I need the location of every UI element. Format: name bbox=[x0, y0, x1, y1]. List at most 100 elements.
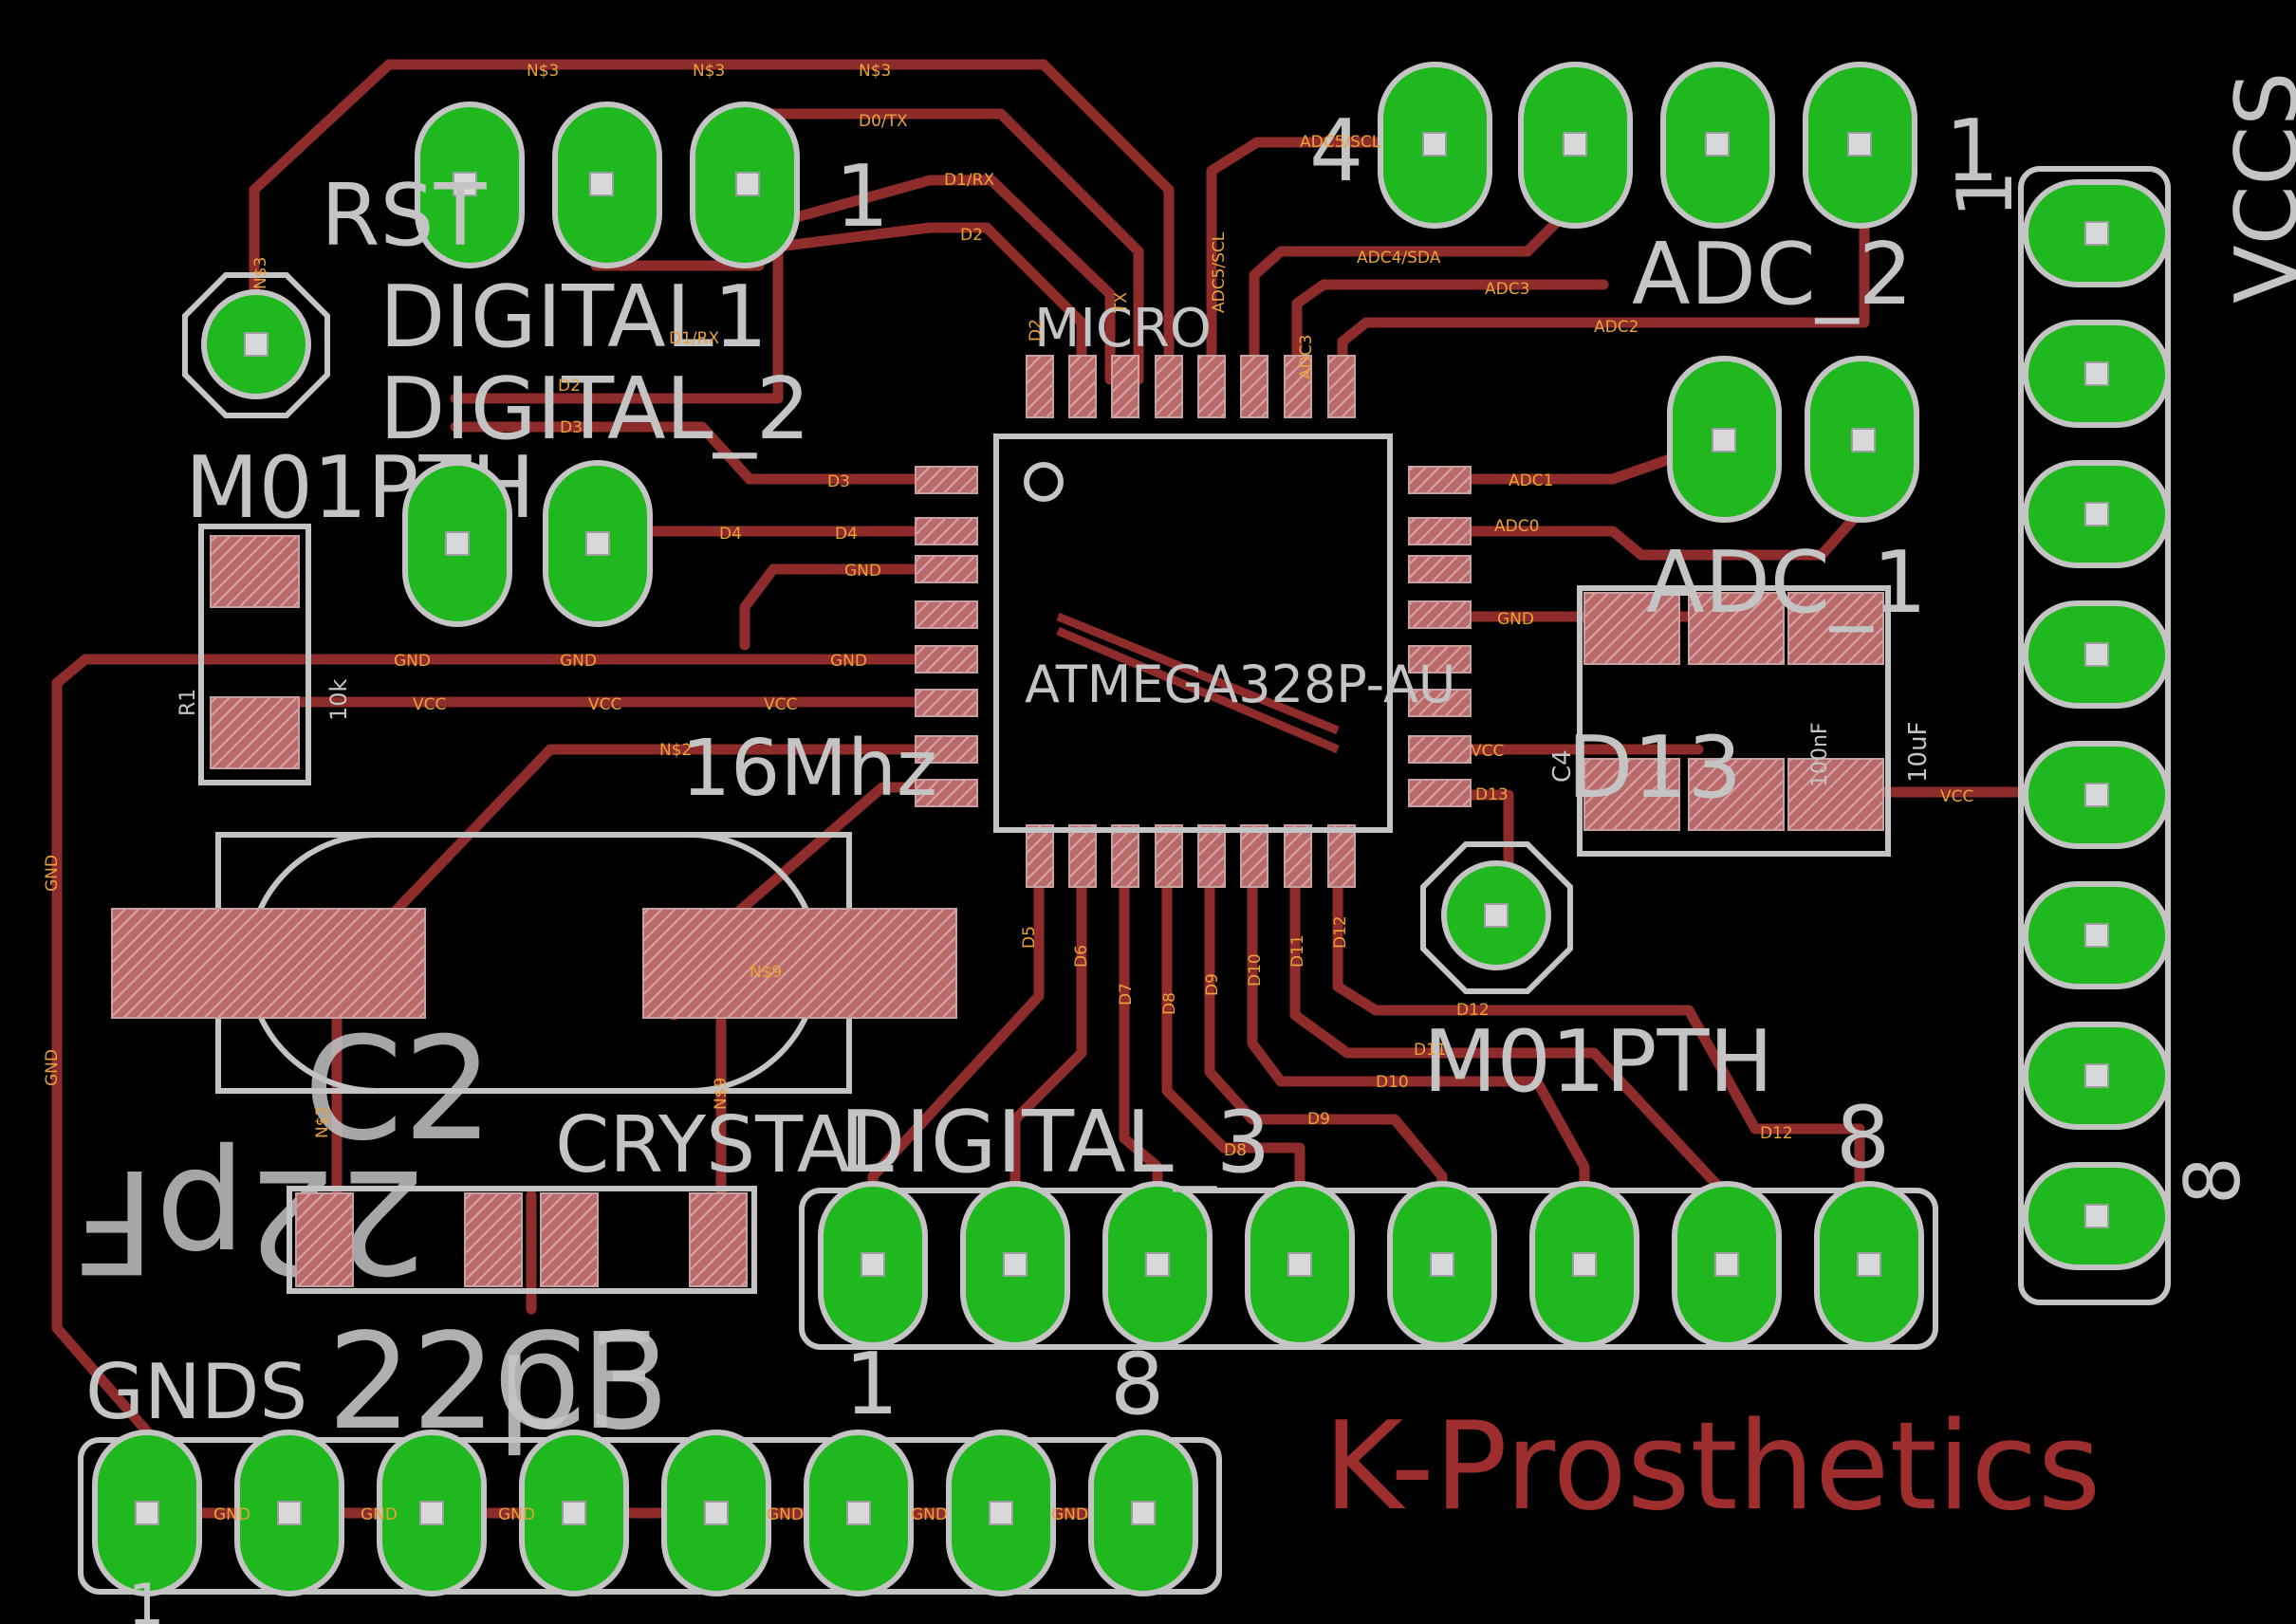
net-label: ADC3 bbox=[1485, 280, 1529, 299]
r1-outline bbox=[198, 524, 311, 785]
net-label: N$3 bbox=[859, 62, 891, 81]
chip-pads-top bbox=[1026, 355, 1356, 418]
net-label: D9 bbox=[1203, 973, 1222, 996]
vccs-pin-start: 1 bbox=[1941, 170, 2029, 218]
net-label: VCC bbox=[1471, 742, 1504, 761]
rst-pin1-number: 1 bbox=[835, 147, 889, 247]
net-label: GND bbox=[830, 652, 867, 671]
r1-value: 10k bbox=[325, 678, 352, 721]
chip-name: ATMEGA328P-AU bbox=[1025, 655, 1455, 714]
adc2-label: ADC_2 bbox=[1632, 225, 1913, 324]
vccs-label: VCCS bbox=[2217, 72, 2296, 304]
digital3-pin-end: 8 bbox=[1836, 1088, 1890, 1188]
net-label: D3 bbox=[827, 472, 850, 491]
net-label: D9 bbox=[1307, 1110, 1330, 1129]
net-label: GND bbox=[1051, 1505, 1088, 1524]
crystal-pad-1 bbox=[642, 908, 957, 1019]
resistor-r1: R1 10k bbox=[176, 524, 352, 785]
header-rst: RST 1 bbox=[321, 102, 889, 268]
net-label: ADC5/SCL bbox=[1300, 133, 1381, 152]
crystal-component: 16Mhz CRYSTAL C2 22pF bbox=[74, 724, 957, 1302]
rst-hole-1 bbox=[735, 172, 760, 196]
rst-hole-2 bbox=[589, 172, 614, 196]
net-label: D2 bbox=[558, 377, 581, 396]
header-adc2: 4 1 ADC_2 bbox=[1309, 62, 1999, 324]
net-label: GND bbox=[560, 652, 597, 671]
gnds-pin-bottom: 1 bbox=[128, 1572, 164, 1624]
adc2-pin-start: 4 bbox=[1309, 102, 1363, 201]
ic-atmega328p: ATMEGA328P-AU MICRO bbox=[915, 298, 1472, 888]
chip-pin1-marker bbox=[1024, 462, 1064, 502]
net-label: N$2 bbox=[313, 1106, 332, 1138]
net-label: ADC2 bbox=[1594, 318, 1639, 337]
net-label: VCC bbox=[413, 695, 446, 714]
net-label: D8 bbox=[1160, 992, 1179, 1015]
net-label: D1/RX bbox=[669, 329, 719, 348]
net-label: GND bbox=[394, 652, 431, 671]
vccs-pin-end: 8 bbox=[2169, 1156, 2257, 1205]
crystal-freq: 16Mhz bbox=[681, 724, 937, 814]
net-label: VCC bbox=[588, 695, 621, 714]
crystal-pad-2 bbox=[111, 908, 426, 1019]
d13-label: D13 bbox=[1567, 718, 1742, 818]
net-label: VCC bbox=[1940, 787, 1973, 806]
gnds-pin-b: 8 bbox=[1110, 1335, 1164, 1434]
net-label: GND bbox=[911, 1505, 948, 1524]
net-label: D8 bbox=[1224, 1141, 1247, 1160]
digital1-label: DIGITAL1 bbox=[380, 268, 768, 367]
digital3-label: DIGITAL_3 bbox=[840, 1093, 1270, 1192]
gnds-pin-a: 1 bbox=[844, 1335, 898, 1434]
c4-value-a: 100nF bbox=[1808, 722, 1832, 787]
net-label: GND bbox=[43, 1049, 62, 1086]
header-digital2 bbox=[402, 460, 653, 627]
net-label: GND bbox=[498, 1505, 535, 1524]
net-label: D11 bbox=[1288, 934, 1307, 968]
net-label: D4 bbox=[719, 525, 742, 544]
net-label: D5 bbox=[1020, 926, 1039, 949]
net-label: D11 bbox=[1414, 1041, 1447, 1060]
net-label: GND bbox=[844, 562, 881, 581]
header-digital3: DIGITAL_3 8 bbox=[799, 1088, 1938, 1350]
net-label: GND bbox=[213, 1505, 250, 1524]
cap-c3-value: 22pF bbox=[327, 1305, 657, 1460]
cap-c2-value: 22pF bbox=[74, 1137, 427, 1302]
chip-pads-right bbox=[1408, 466, 1472, 807]
crystal-label: CRYSTAL bbox=[555, 1100, 894, 1190]
net-label: D6 bbox=[1072, 945, 1091, 968]
net-label: N$3 bbox=[693, 62, 725, 81]
c4-name: C4 bbox=[1548, 749, 1577, 783]
cap-c2-name: C2 bbox=[304, 1007, 493, 1172]
net-label: GND bbox=[43, 855, 62, 892]
brand-logo-text: K-Prosthetics bbox=[1324, 1396, 2101, 1538]
header-adc1: ADC_1 bbox=[1646, 356, 1927, 633]
net-label: D10 bbox=[1246, 953, 1265, 987]
net-label: N$3 bbox=[527, 62, 559, 81]
chip-pads-left bbox=[915, 466, 978, 807]
net-label: D3 bbox=[560, 418, 583, 437]
header-d13: D13 bbox=[1420, 718, 1742, 994]
net-label: N$9 bbox=[750, 963, 782, 982]
net-label: GND bbox=[1497, 610, 1534, 629]
net-label: D12 bbox=[1456, 1001, 1490, 1020]
net-label: TX bbox=[1112, 292, 1131, 314]
net-label: N$9 bbox=[712, 1078, 731, 1110]
capacitor-pair-bottom: 22pF C3 bbox=[287, 1186, 757, 1460]
rst-label: RST bbox=[321, 166, 488, 266]
net-label: D4 bbox=[835, 525, 858, 544]
r1-name: R1 bbox=[176, 689, 200, 716]
net-label: D12 bbox=[1331, 915, 1350, 949]
net-label: N$3 bbox=[251, 257, 270, 289]
net-label: GND bbox=[361, 1505, 398, 1524]
net-label: D12 bbox=[1760, 1124, 1793, 1143]
net-label: ADC4/SDA bbox=[1357, 249, 1441, 268]
header-vccs: VCCS 1 8 bbox=[1941, 72, 2296, 1305]
rst-hole-3 bbox=[453, 172, 477, 196]
capacitor-bank-c4: C4 100nF 10uF bbox=[1548, 585, 1933, 857]
chip-outline bbox=[993, 434, 1393, 833]
chip-pads-bottom bbox=[1026, 824, 1356, 888]
header-gnds: GNDS 1 8 1 bbox=[78, 1335, 1222, 1624]
net-label: ADC0 bbox=[1494, 517, 1539, 536]
net-label: ADC5/SCL bbox=[1210, 231, 1229, 313]
net-label: VCC bbox=[764, 695, 797, 714]
